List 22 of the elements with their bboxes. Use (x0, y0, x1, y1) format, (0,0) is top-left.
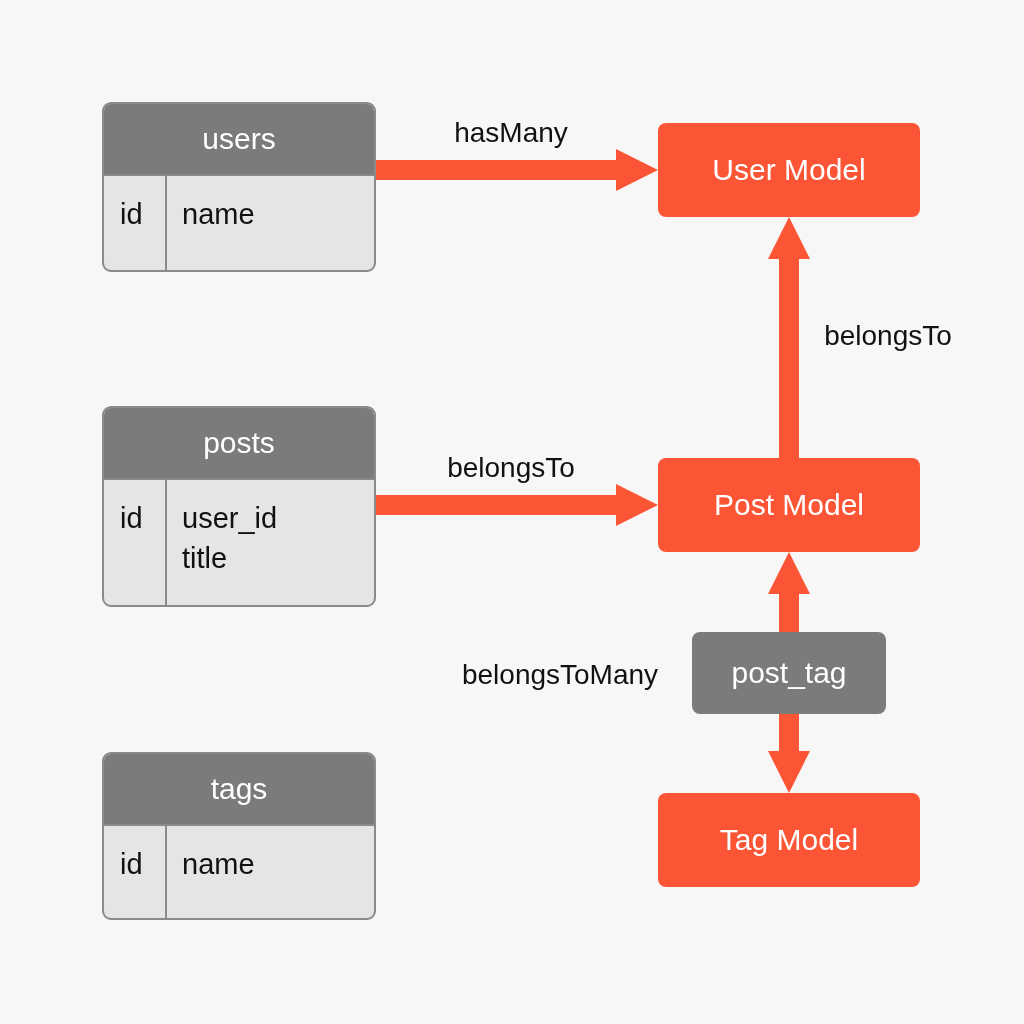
table-header: posts (104, 408, 374, 480)
column-name: name (182, 847, 255, 882)
model-box: Tag Model (658, 793, 920, 887)
column-name: user_id (182, 501, 278, 536)
arrow (768, 217, 810, 458)
model-box: Post Model (658, 458, 920, 552)
pivot-table-box: post_tag (692, 632, 886, 714)
table-header: users (104, 104, 374, 176)
table-box (102, 406, 376, 607)
table-box (102, 102, 376, 272)
column-name: id (120, 197, 143, 232)
column-name: title (182, 541, 229, 576)
arrow (376, 149, 658, 191)
column-name: id (120, 501, 143, 536)
column-name: name (182, 197, 255, 232)
arrow (768, 552, 810, 632)
arrow (376, 484, 658, 526)
column-name: id (120, 847, 143, 882)
table-box (102, 752, 376, 920)
arrow (768, 714, 810, 793)
table-header: tags (104, 754, 374, 826)
model-box: User Model (658, 123, 920, 217)
